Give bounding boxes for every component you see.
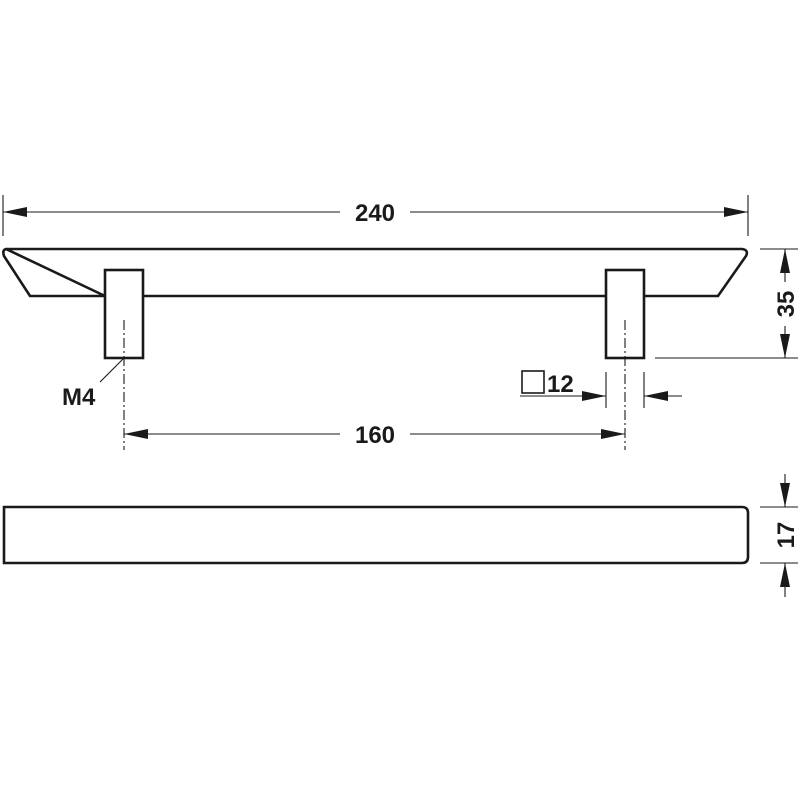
overall-length-label: 240 [355, 200, 395, 227]
handle-side-view [2, 247, 749, 450]
dimension-height: 35 [655, 248, 800, 359]
dimension-hole-spacing: 160 [124, 422, 625, 449]
handle-grip-outline [2, 247, 749, 298]
height-label: 35 [773, 291, 800, 318]
dimension-post-size: 12 [520, 370, 682, 408]
handle-top-view [2, 505, 750, 565]
bar-thickness-label: 17 [773, 522, 800, 549]
post-size-label: 12 [547, 371, 574, 398]
dimension-bar-thickness: 17 [760, 474, 800, 597]
dimension-overall-length: 240 [2, 195, 749, 236]
thread-label: M4 [62, 384, 96, 411]
square-symbol-icon [521, 370, 545, 394]
thread-callout: M4 [62, 357, 125, 411]
hole-spacing-label: 160 [355, 422, 395, 449]
